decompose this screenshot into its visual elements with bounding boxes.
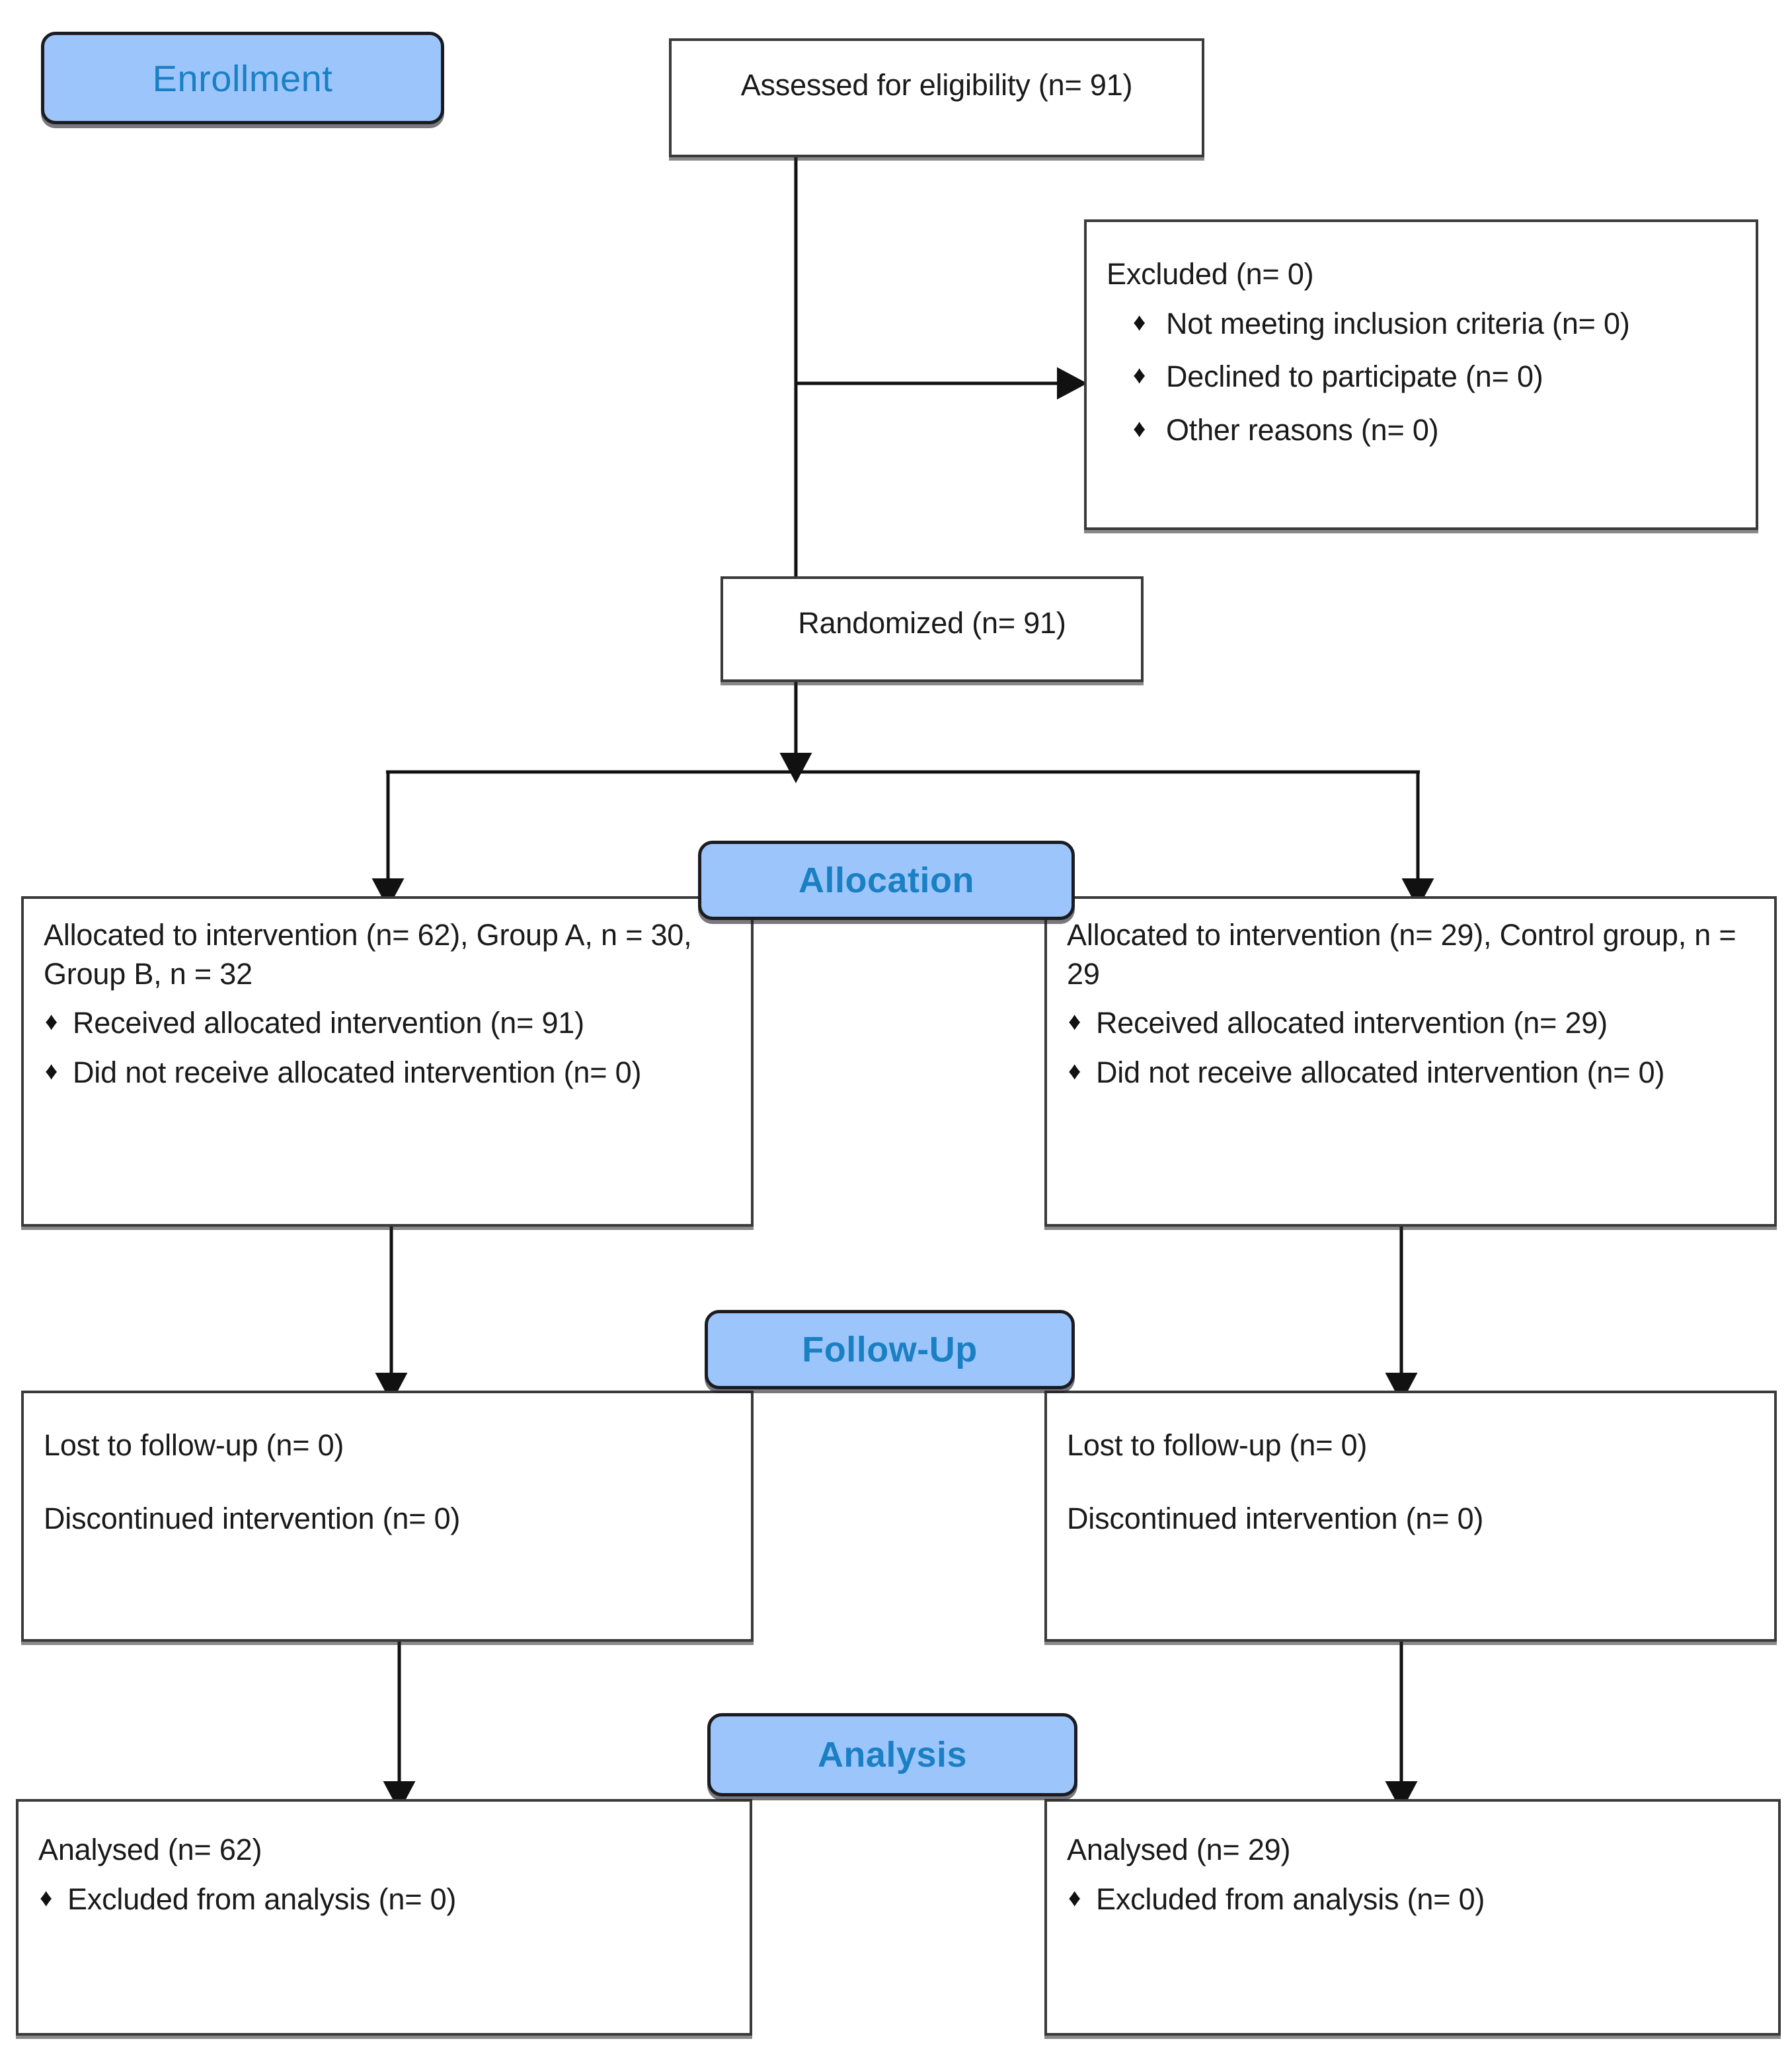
analysis-left-list: ♦ Excluded from analysis (n= 0) <box>38 1880 730 1919</box>
box-randomized: Randomized (n= 91) <box>721 576 1144 682</box>
excluded-heading: Excluded (n= 0) <box>1107 257 1314 291</box>
list-item: ♦ Received allocated intervention (n= 91… <box>44 1004 731 1043</box>
stage-badge-enrollment-label: Enrollment <box>152 57 333 99</box>
allocation-right-heading: Allocated to intervention (n= 29), Contr… <box>1067 918 1736 991</box>
excluded-reason-text: Declined to participate (n= 0) <box>1166 360 1543 393</box>
box-followup-left: Lost to follow-up (n= 0) Discontinued in… <box>21 1391 754 1642</box>
stage-badge-analysis-label: Analysis <box>817 1735 968 1775</box>
diamond-bullet-icon: ♦ <box>45 1057 58 1085</box>
allocation-right-item-text: Received allocated intervention (n= 29) <box>1096 1006 1608 1040</box>
followup-left-lost: Lost to follow-up (n= 0) <box>44 1428 344 1462</box>
diamond-bullet-icon: ♦ <box>1068 1008 1081 1036</box>
diamond-bullet-icon: ♦ <box>1133 414 1146 443</box>
assessed-text: Assessed for eligibility (n= 91) <box>740 68 1133 102</box>
box-allocation-left: Allocated to intervention (n= 62), Group… <box>21 896 754 1227</box>
stage-badge-analysis: Analysis <box>707 1713 1077 1796</box>
list-item: ♦ Excluded from analysis (n= 0) <box>1067 1880 1758 1919</box>
allocation-right-item-text: Did not receive allocated intervention (… <box>1096 1055 1665 1089</box>
randomized-text: Randomized (n= 91) <box>798 606 1066 640</box>
box-allocation-right: Allocated to intervention (n= 29), Contr… <box>1044 896 1777 1227</box>
diamond-bullet-icon: ♦ <box>1068 1884 1081 1912</box>
stage-badge-follow-up-label: Follow-Up <box>802 1330 978 1369</box>
list-item: ♦ Not meeting inclusion criteria (n= 0) <box>1107 305 1736 344</box>
list-item: ♦ Did not receive allocated intervention… <box>1067 1054 1754 1092</box>
list-item: ♦ Other reasons (n= 0) <box>1107 411 1736 450</box>
stage-badge-allocation: Allocation <box>698 841 1075 920</box>
followup-left-discontinued: Discontinued intervention (n= 0) <box>44 1501 461 1535</box>
box-followup-right: Lost to follow-up (n= 0) Discontinued in… <box>1044 1391 1777 1642</box>
box-excluded: Excluded (n= 0) ♦ Not meeting inclusion … <box>1084 219 1758 530</box>
excluded-reason-text: Not meeting inclusion criteria (n= 0) <box>1166 306 1630 340</box>
box-analysis-left: Analysed (n= 62) ♦ Excluded from analysi… <box>16 1799 752 2036</box>
analysis-right-item-text: Excluded from analysis (n= 0) <box>1096 1882 1485 1916</box>
allocation-left-item-text: Received allocated intervention (n= 91) <box>73 1006 584 1040</box>
followup-right-lost: Lost to follow-up (n= 0) <box>1067 1428 1368 1462</box>
analysis-left-item-text: Excluded from analysis (n= 0) <box>67 1882 457 1916</box>
followup-right-discontinued: Discontinued intervention (n= 0) <box>1067 1501 1484 1535</box>
analysis-right-list: ♦ Excluded from analysis (n= 0) <box>1067 1880 1758 1919</box>
diamond-bullet-icon: ♦ <box>1133 362 1146 389</box>
allocation-right-list: ♦ Received allocated intervention (n= 29… <box>1067 1004 1754 1092</box>
analysis-right-heading: Analysed (n= 29) <box>1067 1833 1291 1866</box>
diamond-bullet-icon: ♦ <box>1133 308 1146 336</box>
list-item: ♦ Declined to participate (n= 0) <box>1107 358 1736 397</box>
excluded-reason-text: Other reasons (n= 0) <box>1166 412 1439 447</box>
excluded-reason-list: ♦ Not meeting inclusion criteria (n= 0) … <box>1107 305 1736 450</box>
allocation-left-list: ♦ Received allocated intervention (n= 91… <box>44 1004 731 1092</box>
allocation-left-heading: Allocated to intervention (n= 62), Group… <box>44 918 692 991</box>
diamond-bullet-icon: ♦ <box>1068 1057 1081 1085</box>
stage-badge-follow-up: Follow-Up <box>705 1310 1075 1389</box>
box-analysis-right: Analysed (n= 29) ♦ Excluded from analysi… <box>1044 1799 1781 2036</box>
list-item: ♦ Received allocated intervention (n= 29… <box>1067 1004 1754 1043</box>
list-item: ♦ Excluded from analysis (n= 0) <box>38 1880 730 1919</box>
analysis-left-heading: Analysed (n= 62) <box>38 1833 262 1866</box>
list-item: ♦ Did not receive allocated intervention… <box>44 1054 731 1092</box>
diamond-bullet-icon: ♦ <box>40 1884 53 1912</box>
diamond-bullet-icon: ♦ <box>45 1008 58 1036</box>
box-assessed-for-eligibility: Assessed for eligibility (n= 91) <box>669 38 1204 157</box>
stage-badge-allocation-label: Allocation <box>798 861 974 900</box>
stage-badge-enrollment: Enrollment <box>41 32 444 124</box>
allocation-left-item-text: Did not receive allocated intervention (… <box>73 1055 642 1089</box>
